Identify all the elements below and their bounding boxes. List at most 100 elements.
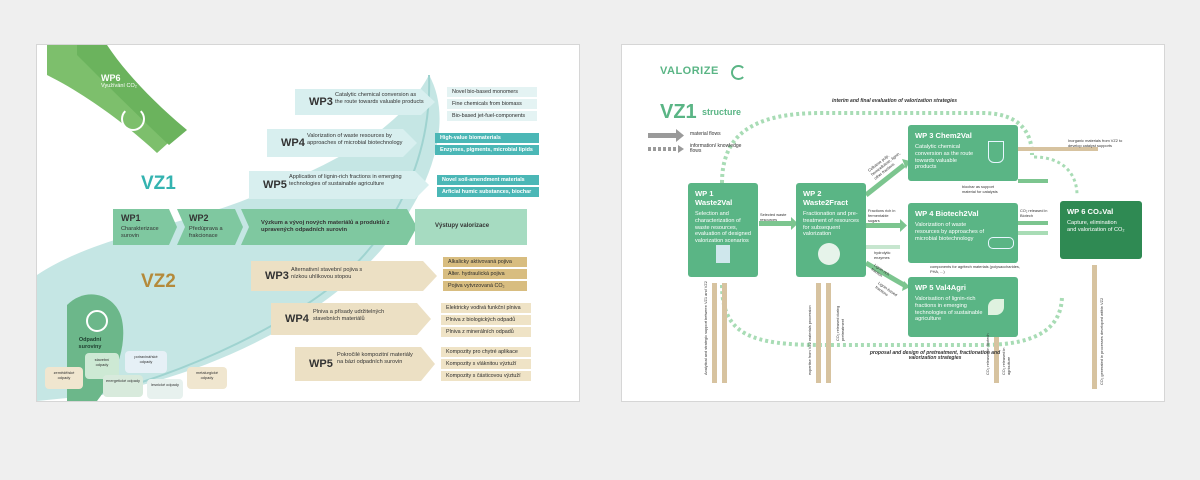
wp5-box: WP 5 Val4Agri Valorisation of lignin-ric…: [908, 277, 1018, 337]
vz2-label: VZ2: [141, 271, 176, 292]
vz2-wp5-id: WP5: [309, 358, 333, 370]
vz2-wp4-output: Plniva z minerálních odpadů: [441, 327, 531, 337]
waste-title: Odpadní suroviny: [78, 337, 102, 350]
vz2-wp5: WP5 Pokročilé kompozitní materiály na bá…: [295, 347, 435, 381]
vz2-wp3: WP3 Alternativní stavební pojiva s nízko…: [251, 261, 437, 291]
flow-wp2-desc: Předúprava a frakcionace: [189, 226, 223, 239]
vz1-label: VZ1: [141, 173, 176, 194]
structure-subtitle: structure: [702, 107, 742, 117]
wp5-title: WP 5 Val4Agri: [915, 283, 966, 292]
valorize-logo-text: VALORIZE: [660, 65, 719, 77]
vz2-wp4-output: Plniva z biologických odpadů: [441, 315, 531, 325]
label-inorganic: Inorganic materials from VZ2 to develop …: [1068, 138, 1123, 148]
outputs-box: Výstupy valorizace: [415, 209, 527, 245]
wp4-box: WP 4 Biotech2Val Valorization of waste r…: [908, 203, 1018, 263]
vz2-wp4-desc: Plniva a přísady udržitelných stavebních…: [313, 309, 385, 322]
vz-overview-panel: WP6 Využívání CO₂ VZ1 WP3 Catalytic chem…: [36, 44, 580, 402]
wp1-desc: Selection and characterization of waste …: [695, 211, 751, 245]
flow-wp1-desc: Charakterizace surovin: [121, 226, 159, 239]
waste-type: stavební odpady: [94, 357, 110, 367]
wp1-title: WP 1 Waste2Val: [695, 189, 733, 207]
document-icon: [716, 245, 730, 263]
vz1-wp4: WP4 Valorization of waste resources by a…: [267, 129, 417, 157]
research-text: Výzkum a vývoj nových materiálů a produk…: [261, 220, 390, 233]
wp6-desc: Využívání CO₂: [101, 83, 137, 89]
label-vertical: expertise from VZ2 materials procession: [807, 305, 812, 375]
vz1-wp5: WP5 Application of lignin-rich fractions…: [249, 171, 429, 199]
waste-bubble: stavební odpady: [85, 353, 119, 379]
vz2-wp3-output: Alkalicky aktivovaná pojiva: [443, 257, 527, 267]
wp1-box: WP 1 Waste2Val Selection and characteriz…: [688, 183, 758, 277]
label-vertical: CO₂ released during pretreatment: [835, 305, 845, 341]
vz1-wp3-desc: Catalytic chemical conversion as the rou…: [335, 92, 424, 105]
vz1-wp3-id: WP3: [309, 96, 333, 108]
wp6-desc: Capture, elimination and valorization of…: [1067, 220, 1125, 233]
wp6-box: WP 6 CO₂Val Capture, elimination and val…: [1060, 201, 1142, 259]
label-fractions: Fractions rich in fermentable sugars: [868, 208, 896, 223]
wp3-desc: Catalytic chemical conversion as the rou…: [915, 144, 974, 171]
vz1-title: VZ1: [660, 101, 697, 123]
waste-bubble: potravinářské odpady: [125, 351, 167, 373]
wp3-box: WP 3 Chem2Val Catalytic chemical convers…: [908, 125, 1018, 181]
label-vertical: CO₂ generated in processes developed wit…: [1099, 297, 1104, 385]
label-vertical: CO₂ released in agriculture: [1001, 347, 1011, 375]
flow-wp1: WP1 Charakterizace surovin: [113, 209, 177, 245]
vz1-wp5-id: WP5: [263, 179, 287, 191]
waste-type: metalurgické odpady: [195, 370, 219, 380]
vz2-wp3-output: Alter. hydraulická pojiva: [443, 269, 527, 279]
vz2-wp3-id: WP3: [265, 270, 289, 282]
vz1-wp5-output: Arficial humic substances, biochar: [437, 187, 539, 197]
label-hydrolytic: hydrolytic enzymes: [874, 250, 891, 260]
label-vertical: CO₂ released in Biotech: [985, 333, 990, 375]
wp4-desc: Valorization of waste resources by appro…: [915, 222, 985, 242]
logo-icon: [731, 65, 746, 80]
vz1-wp5-desc: Application of lignin-rich fractions in …: [289, 174, 402, 187]
vz2-wp5-output: Kompozity pro chytré aplikace: [441, 347, 531, 357]
waste-bubble: metalurgické odpady: [187, 367, 227, 389]
label-biochar: biochar as support material for catalyst…: [962, 184, 998, 194]
legend-material: material flows: [690, 131, 721, 137]
vz2-wp4-id: WP4: [285, 313, 309, 325]
label-vertical: Analytical and strategic support between…: [703, 281, 708, 375]
plant-icon: [988, 299, 1004, 315]
waste-type: potravinářské odpady: [134, 354, 158, 364]
wp5-desc: Valorisation of lignin-rich fractions in…: [915, 296, 983, 323]
vz1-structure-panel: VALORIZE VZ1 structure material flows in…: [621, 44, 1165, 402]
waste-bubble: lesnické odpady: [147, 379, 183, 399]
flow-wp2: WP2 Předúprava a frakcionace: [177, 209, 243, 245]
vz1-wp3: WP3 Catalytic chemical conversion as the…: [295, 89, 435, 115]
vz2-wp4: WP4 Plniva a přísady udržitelných staveb…: [271, 303, 431, 335]
vz1-wp4-output: Enzymes, pigments, microbial lipids: [435, 145, 539, 155]
vz1-wp5-output: Novel soil-amendment materials: [437, 175, 539, 185]
waste-type: zemědělské odpady: [53, 370, 75, 380]
pie-icon: [818, 243, 840, 265]
vz2-wp3-desc: Alternativní stavební pojiva s nízkou uh…: [291, 267, 363, 280]
vz2-wp3-output: Pojiva vytvrzovaná CO₂: [443, 281, 527, 291]
flask-icon: [988, 141, 1004, 163]
wp6-label: WP6 Využívání CO₂: [101, 73, 137, 89]
label-co2: CO₂ released in Biotech: [1020, 208, 1048, 218]
vz1-wp4-output: High-value biomaterials: [435, 133, 539, 143]
outputs-label: Výstupy valorizace: [435, 223, 490, 229]
waste-type: energetické odpady: [106, 378, 140, 383]
vz1-wp4-desc: Valorization of waste resources by appro…: [307, 133, 403, 146]
legend-information: information/ knowledge flows: [690, 143, 742, 154]
flow-wp1-id: WP1: [121, 213, 141, 223]
wp6-title: WP6: [101, 73, 121, 83]
wp2-box: WP 2 Waste2Fract Fractionation and pre-t…: [796, 183, 866, 277]
label-selected: Selected waste resources: [760, 212, 787, 222]
waste-type: lesnické odpady: [151, 382, 179, 387]
vz1-wp3-output: Fine chemicals from biomass: [447, 99, 537, 109]
wp2-desc: Fractionation and pre-treatment of resou…: [803, 211, 859, 238]
label-agritech: components for agritech materials (polys…: [930, 264, 1020, 274]
top-note: interim and final evaluation of valoriza…: [832, 98, 958, 104]
recycle-icon: [121, 107, 145, 131]
wp3-title: WP 3 Chem2Val: [915, 131, 972, 140]
vz1-wp3-output: Bio-based jet-fuel-components: [447, 111, 537, 121]
vz2-wp4-output: Elektricky vodivá funkční plniva: [441, 303, 531, 313]
waste-bubble: zemědělské odpady: [45, 367, 83, 389]
vz1-wp3-output: Novel bio-based monomers: [447, 87, 537, 97]
vz2-wp5-output: Kompozity s částicovou výztuží: [441, 371, 531, 381]
bioreactor-icon: [988, 237, 1014, 249]
waste-bubble: energetické odpady: [103, 375, 143, 397]
